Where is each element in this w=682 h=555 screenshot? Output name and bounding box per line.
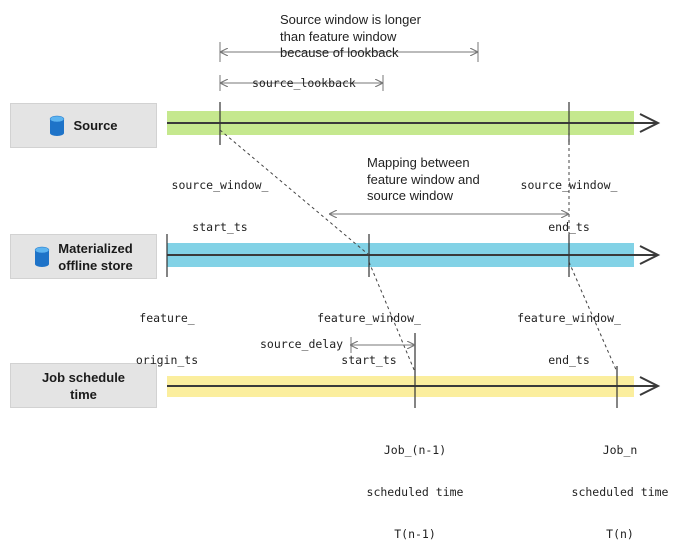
source-label: Source	[73, 118, 118, 133]
mapping-note: Mapping between feature window and sourc…	[367, 155, 480, 203]
source-window-start-label: source_window_ start_ts	[171, 178, 269, 234]
job-n-label: Job_n scheduled time T(n)	[571, 443, 669, 541]
source-row-label: Source	[10, 103, 157, 148]
database-icon	[35, 246, 50, 267]
job-label: Job schedule time	[41, 369, 126, 402]
mapping-lines	[219, 129, 618, 373]
source-timeline	[167, 113, 661, 133]
job-n-minus-1-label: Job_(n-1) scheduled time T(n-1)	[366, 443, 464, 541]
source-window-end-label: source_window_ end_ts	[520, 178, 618, 234]
job-timeline	[167, 376, 661, 396]
feature-window-end-label: feature_window_ end_ts	[517, 311, 621, 367]
source-lookback-label: source_lookback	[252, 76, 356, 90]
diagram-canvas	[166, 42, 661, 408]
feature-window-start-label: feature_window_ start_ts	[317, 311, 421, 367]
feature-origin-label: feature_ origin_ts	[135, 311, 199, 367]
materialized-row-label: Materialized offline store	[10, 234, 157, 279]
database-icon	[50, 115, 65, 136]
materialized-label: Materialized offline store	[58, 240, 133, 273]
materialized-timeline	[167, 245, 661, 265]
source-delay-label: source_delay	[260, 337, 344, 351]
job-row-label: Job schedule time	[10, 363, 157, 408]
source-window-note: Source window is longer than feature win…	[280, 12, 421, 60]
